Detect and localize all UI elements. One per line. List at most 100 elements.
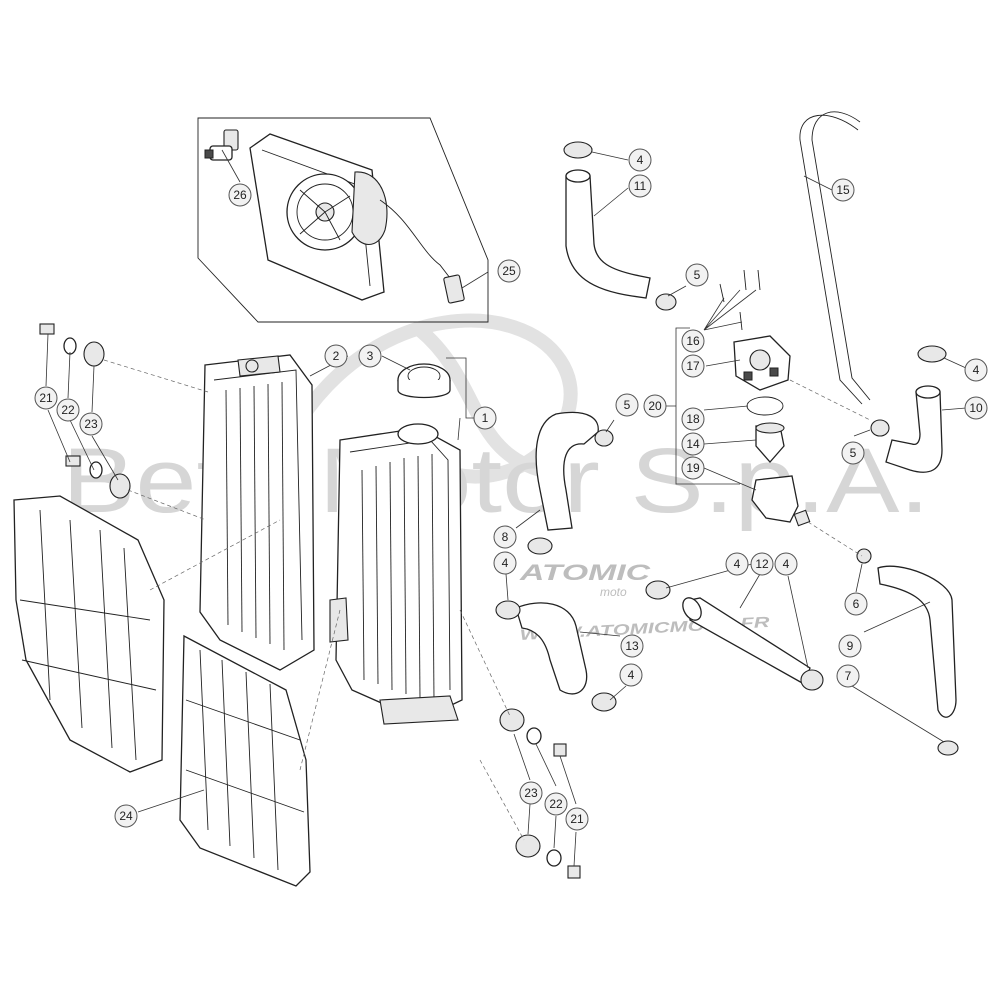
fan-wire [379,199,451,279]
callout-1: 1 [473,406,497,430]
callout-12: 12 [750,552,774,576]
svg-text:21: 21 [570,812,584,826]
svg-text:15: 15 [836,183,850,197]
filler-neck [397,423,439,445]
callout-5-upper: 5 [685,263,709,287]
mount-hardware-left [39,323,131,499]
thermo-switch [204,129,239,161]
svg-text:4: 4 [628,668,635,682]
assembly-lines [103,359,871,841]
hose-11 [565,175,651,299]
fan-connector [443,274,465,304]
svg-text:14: 14 [686,437,700,451]
svg-text:21: 21 [39,391,53,405]
thermostat-housing [733,335,791,391]
svg-text:7: 7 [845,669,852,683]
callout-4-hose12-left: 4 [725,552,749,576]
callout-7: 7 [836,664,860,688]
svg-text:20: 20 [648,399,662,413]
svg-text:5: 5 [694,268,701,282]
svg-text:8: 8 [502,530,509,544]
svg-text:4: 4 [734,557,741,571]
callout-20: 20 [643,394,667,418]
callout-4-top: 4 [628,148,652,172]
svg-text:9: 9 [847,639,854,653]
screws-16 [719,269,761,331]
callout-19: 19 [681,456,705,480]
callout-16: 16 [681,329,705,353]
thermostat-14 [755,422,785,463]
callout-22-bottom: 22 [544,792,568,816]
callout-18: 18 [681,407,705,431]
svg-text:16: 16 [686,334,700,348]
callout-6: 6 [844,592,868,616]
leader-lines [45,149,967,867]
svg-text:19: 19 [686,461,700,475]
callout-5-right: 5 [841,441,865,465]
fan-motor [351,171,388,246]
watermark-logo: ATOMIC [518,560,651,585]
callout-5-mid: 5 [615,393,639,417]
fan-kit-box [197,117,489,323]
svg-text:5: 5 [624,398,631,412]
callout-21-bottom: 21 [565,807,589,831]
svg-text:4: 4 [973,363,980,377]
svg-text:1: 1 [482,411,489,425]
svg-text:23: 23 [84,417,98,431]
svg-text:23: 23 [524,786,538,800]
callout-9: 9 [838,634,862,658]
callout-17: 17 [681,354,705,378]
svg-text:18: 18 [686,412,700,426]
radiator-grille-outer [13,495,165,773]
svg-text:24: 24 [119,809,133,823]
svg-text:11: 11 [634,179,647,193]
callout-21-left: 21 [34,386,58,410]
callout-26: 26 [228,183,252,207]
callout-4-right: 4 [964,358,988,382]
svg-text:12: 12 [755,557,769,571]
callout-15: 15 [831,178,855,202]
svg-text:10: 10 [969,401,983,415]
svg-text:13: 13 [625,639,639,653]
svg-text:22: 22 [61,403,75,417]
radiator-right [329,427,463,725]
hose-9 [877,565,957,718]
svg-text:26: 26 [233,188,247,202]
radiator-cap [397,363,451,399]
hose-10 [885,391,943,473]
fan-kit-group [197,117,489,323]
callouts: 26 25 4 11 15 5 16 17 4 10 2 3 1 5 20 18… [34,148,988,831]
hose-clamps [495,141,959,756]
svg-text:2: 2 [333,349,340,363]
callout-23-bottom: 23 [519,781,543,805]
svg-text:4: 4 [502,556,509,570]
mount-hardware-bottom [499,708,581,879]
hose-12 [689,597,811,685]
o-ring-18 [746,396,784,416]
svg-text:17: 17 [686,359,700,373]
thermostat-cover-19 [751,475,811,527]
callout-23-left: 23 [79,412,103,436]
svg-text:22: 22 [549,797,563,811]
callout-3: 3 [358,344,382,368]
callout-14: 14 [681,432,705,456]
svg-text:6: 6 [853,597,860,611]
hose-13 [515,602,588,695]
callout-8: 8 [493,525,517,549]
svg-text:5: 5 [850,446,857,460]
callout-10: 10 [964,396,988,420]
radiator-left [199,354,315,671]
callout-2: 2 [324,344,348,368]
callout-4-hose12-right: 4 [774,552,798,576]
callout-25: 25 [497,259,521,283]
watermark-logo-sub: moto [600,585,627,599]
hose-15 [799,111,871,405]
radiator-grille-inner [179,634,311,887]
callout-13: 13 [620,634,644,658]
callout-24: 24 [114,804,138,828]
svg-text:3: 3 [367,349,374,363]
svg-text:4: 4 [783,557,790,571]
callout-4-hose8: 4 [493,551,517,575]
svg-text:4: 4 [637,153,644,167]
